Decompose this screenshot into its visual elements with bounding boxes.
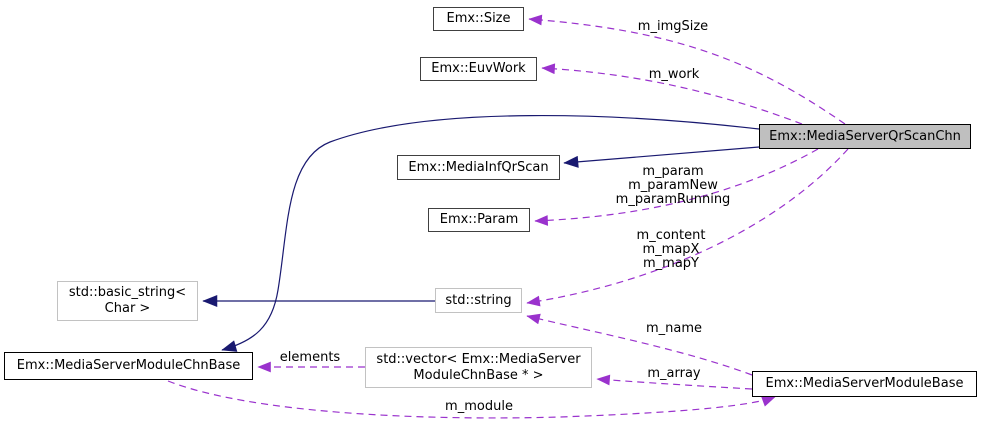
edge-usage-imgsize bbox=[528, 14, 846, 125]
node-std-string[interactable]: std::string bbox=[435, 288, 522, 313]
node-emx-mediaserverqrscanchn[interactable]: Emx::MediaServerQrScanChn bbox=[759, 124, 971, 149]
edge-usage-array bbox=[596, 374, 753, 390]
node-emx-mediaservermodulechnbase[interactable]: Emx::MediaServerModuleChnBase bbox=[4, 352, 253, 380]
node-emx-mediainfqrscan[interactable]: Emx::MediaInfQrScan bbox=[397, 155, 560, 180]
edge-usage-content bbox=[526, 148, 849, 307]
node-emx-size[interactable]: Emx::Size bbox=[433, 7, 524, 31]
node-std-basic-string[interactable]: std::basic_string< Char > bbox=[57, 281, 198, 321]
node-emx-param[interactable]: Emx::Param bbox=[428, 208, 530, 232]
edge-usage-param bbox=[534, 148, 819, 226]
node-emx-euvwork[interactable]: Emx::EuvWork bbox=[420, 57, 537, 81]
node-std-vector-modulechnbase[interactable]: std::vector< Emx::MediaServer ModuleChnB… bbox=[365, 347, 592, 388]
edge-inherit-mediainfqrscan bbox=[563, 146, 760, 168]
edge-usage-module bbox=[167, 380, 776, 419]
node-emx-mediaservermodulebase[interactable]: Emx::MediaServerModuleBase bbox=[752, 371, 977, 397]
edge-usage-name bbox=[526, 313, 753, 376]
edge-usage-work bbox=[541, 63, 803, 125]
edge-inherit-modulechnbase bbox=[221, 114, 760, 352]
